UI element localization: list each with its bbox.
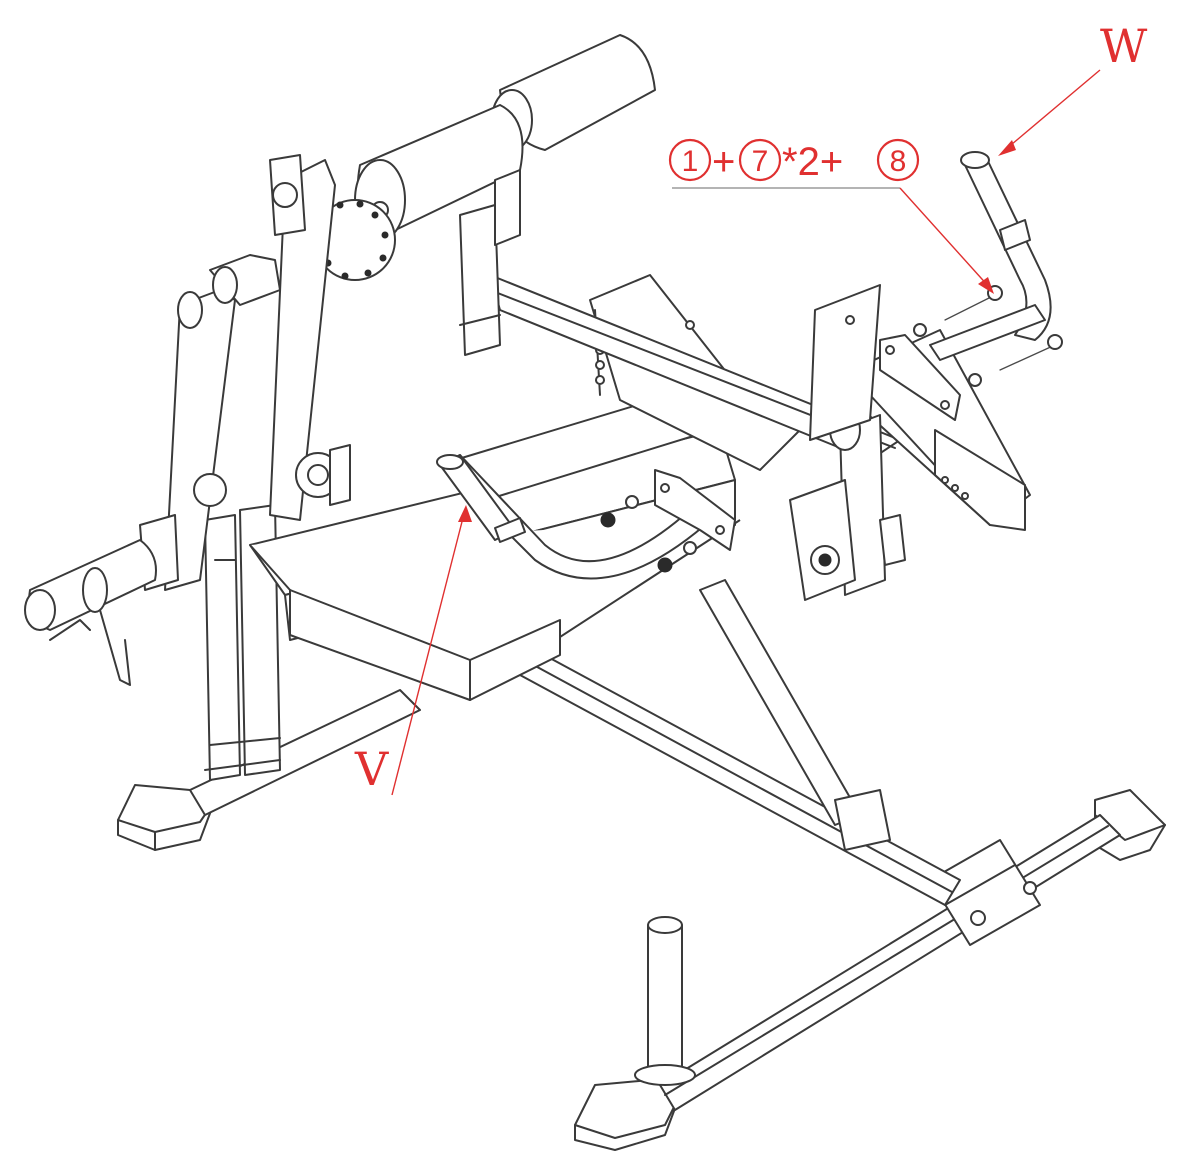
leg-pad-assembly [269,34,656,521]
right-side-lever [789,284,1031,601]
part-label-w: W [1100,19,1148,73]
arrowhead-icon [998,140,1016,156]
loading-post [634,916,696,1086]
formula-part-8: 8 [890,145,907,178]
handle-v [436,454,736,580]
arrowhead-icon [458,505,472,522]
callout-w: W [998,19,1148,156]
arrowhead-icon [978,277,994,294]
formula-part-7: 7 [752,145,769,178]
formula-op-2: *2+ [782,140,843,184]
left-handle-lever [24,254,281,686]
part-label-v: V [354,742,389,796]
formula-part-1: 1 [682,145,699,178]
formula-op-1: + [712,140,735,184]
handle-w [879,151,1063,421]
hardware-formula: 1 + 7 *2+ 8 [668,138,994,294]
base-frame [117,579,1166,1151]
callout-v: V [354,505,472,796]
